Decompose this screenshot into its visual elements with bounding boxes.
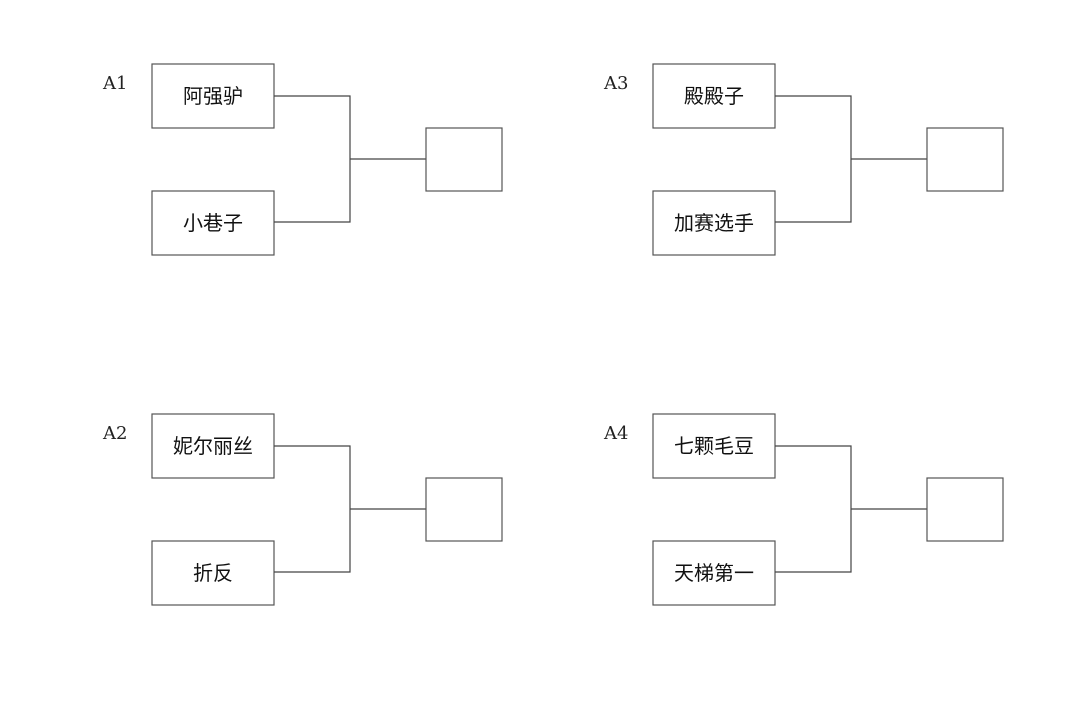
bracket-group-a2: A2 妮尔丽丝 折反 — [102, 413, 503, 606]
winner-slot[interactable] — [425, 127, 503, 192]
player-name-bottom: 折反 — [193, 561, 233, 585]
bracket-connector — [775, 445, 927, 573]
group-label: A2 — [102, 423, 127, 444]
player-slot-top[interactable] — [652, 413, 776, 479]
bracket-connector — [274, 445, 426, 573]
bracket-connector — [775, 95, 927, 223]
player-slot-top[interactable] — [151, 63, 275, 129]
player-slot-bottom[interactable] — [652, 540, 776, 606]
winner-slot[interactable] — [926, 477, 1004, 542]
group-label: A4 — [603, 423, 628, 444]
winner-slot[interactable] — [926, 127, 1004, 192]
group-label: A1 — [102, 73, 127, 94]
winner-slot[interactable] — [425, 477, 503, 542]
player-name-top: 阿强驴 — [183, 84, 243, 108]
player-name-top: 妮尔丽丝 — [173, 434, 253, 458]
bracket-group-a1: A1 阿强驴 小巷子 — [102, 63, 503, 256]
player-slot-bottom[interactable] — [652, 190, 776, 256]
group-label: A3 — [603, 73, 628, 94]
bracket-group-a4: A4 七颗毛豆 天梯第一 — [603, 413, 1004, 606]
player-name-bottom: 小巷子 — [183, 211, 243, 235]
player-name-bottom: 天梯第一 — [674, 561, 754, 585]
player-name-top: 殿殿子 — [684, 84, 744, 108]
player-slot-bottom[interactable] — [151, 540, 275, 606]
player-slot-top[interactable] — [151, 413, 275, 479]
player-name-top: 七颗毛豆 — [674, 434, 754, 458]
bracket-group-a3: A3 殿殿子 加赛选手 — [603, 63, 1004, 256]
player-slot-bottom[interactable] — [151, 190, 275, 256]
bracket-connector — [274, 95, 426, 223]
player-slot-top[interactable] — [652, 63, 776, 129]
player-name-bottom: 加赛选手 — [674, 211, 754, 235]
